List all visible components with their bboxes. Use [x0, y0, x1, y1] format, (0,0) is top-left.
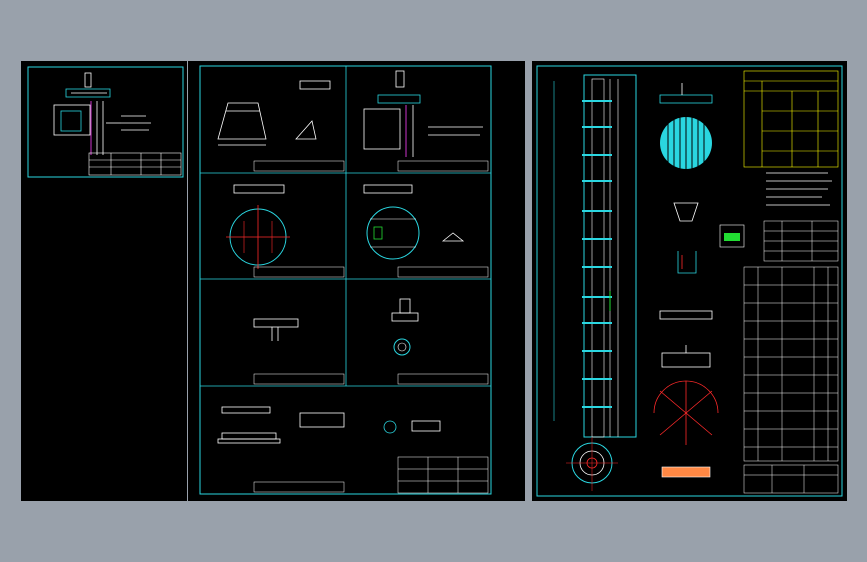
- support-ring-detail: [659, 310, 713, 368]
- bolt-part: [383, 420, 441, 434]
- grid-plate-view: [660, 117, 712, 169]
- cone-frustum-part: [217, 80, 331, 146]
- sheet-middle-drawing: [199, 65, 492, 495]
- skirt-opening-detail: [653, 380, 719, 478]
- parts-list-table: [743, 266, 839, 462]
- flange-plate-part: [363, 184, 465, 260]
- assembly-detail-copy: [363, 70, 483, 157]
- base-ring-view: [566, 437, 618, 491]
- column-tower: [553, 74, 637, 438]
- bar-parts: [217, 406, 345, 444]
- clip-detail: [673, 202, 699, 274]
- title-blocks: [253, 160, 489, 494]
- sheet-left-drawing: [27, 66, 184, 178]
- nozzle-part: [391, 298, 419, 356]
- notes-text-lines: [766, 172, 832, 206]
- technical-notes-table: [743, 70, 839, 168]
- sheet-left-small[interactable]: [21, 61, 187, 501]
- sheet-right-drawing: [536, 65, 843, 497]
- drawing-frame: [199, 65, 492, 495]
- title-block: [743, 464, 839, 494]
- drawing-frame: [27, 66, 184, 178]
- drawing-frame: [536, 65, 843, 497]
- bracket-part: [253, 318, 299, 341]
- sheet-middle-parts[interactable]: [188, 61, 525, 501]
- sheet-right-tower[interactable]: [532, 61, 847, 501]
- tray-detail: [659, 83, 713, 104]
- weld-detail: [719, 224, 745, 248]
- assembly-detail: [53, 72, 151, 155]
- title-block: [88, 152, 182, 176]
- circular-plate-part: [226, 184, 290, 269]
- nozzle-table: [763, 220, 839, 262]
